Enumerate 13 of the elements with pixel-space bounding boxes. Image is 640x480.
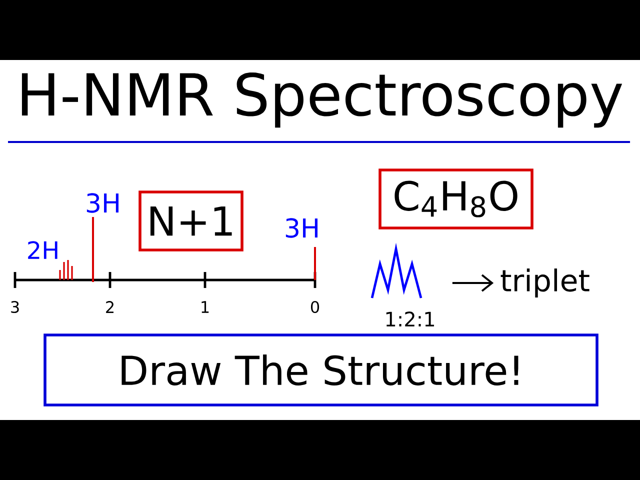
- peak-label: 2H: [28, 241, 58, 259]
- result-text: triplet: [500, 268, 590, 298]
- banner-box: Draw The Structure!: [44, 334, 598, 406]
- triplet-peak-drawing: [370, 242, 422, 298]
- tick-label: 1: [202, 301, 209, 313]
- ratio-label: 1:2:1: [386, 312, 434, 326]
- formula-box: C$_{4}$H$_{8}$O: [378, 168, 534, 230]
- peak-label: 3H: [286, 218, 318, 238]
- title: H-NMR Spectroscopy: [22, 72, 622, 128]
- tick-label: 0: [310, 300, 320, 314]
- arrow: [452, 274, 494, 292]
- tick-label: 3: [11, 300, 19, 314]
- tick-label: 2: [106, 301, 114, 313]
